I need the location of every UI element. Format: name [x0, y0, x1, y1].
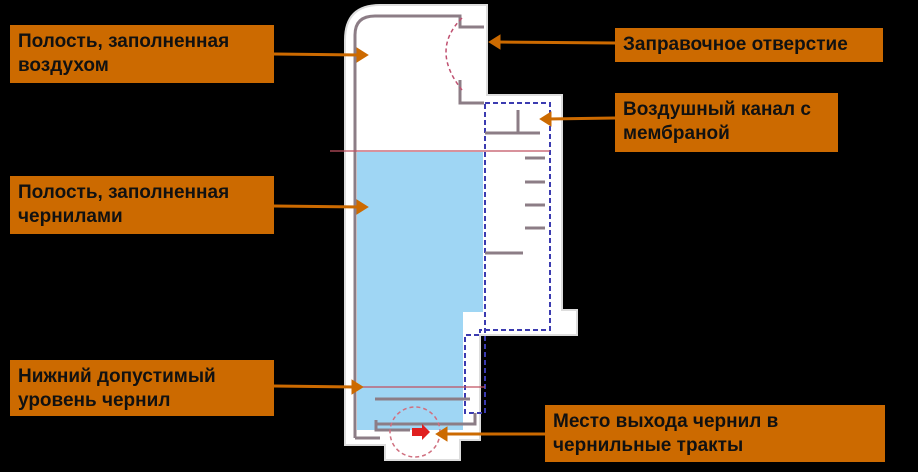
label-ink-cavity: Полость, заполненная чернилами: [10, 176, 274, 234]
tank-bottom-wall: [355, 397, 477, 440]
label-fill-hole: Заправочное отверстие: [615, 28, 883, 62]
ribs: [485, 110, 545, 255]
inner-wall-dashed: [464, 102, 551, 414]
pointer-arrows: [273, 34, 616, 442]
label-min-level: Нижний допустимый уровень чернил: [10, 360, 274, 416]
label-air-cavity: Полость, заполненная воздухом: [10, 25, 274, 83]
label-ink-outlet: Место выхода чернил в чернильные тракты: [545, 405, 885, 462]
label-air-channel: Воздушный канал с мембраной: [615, 93, 838, 152]
ink-region: [357, 152, 483, 430]
flow-arrow-icon: [412, 424, 430, 440]
fill-hole-circle: [445, 17, 463, 91]
